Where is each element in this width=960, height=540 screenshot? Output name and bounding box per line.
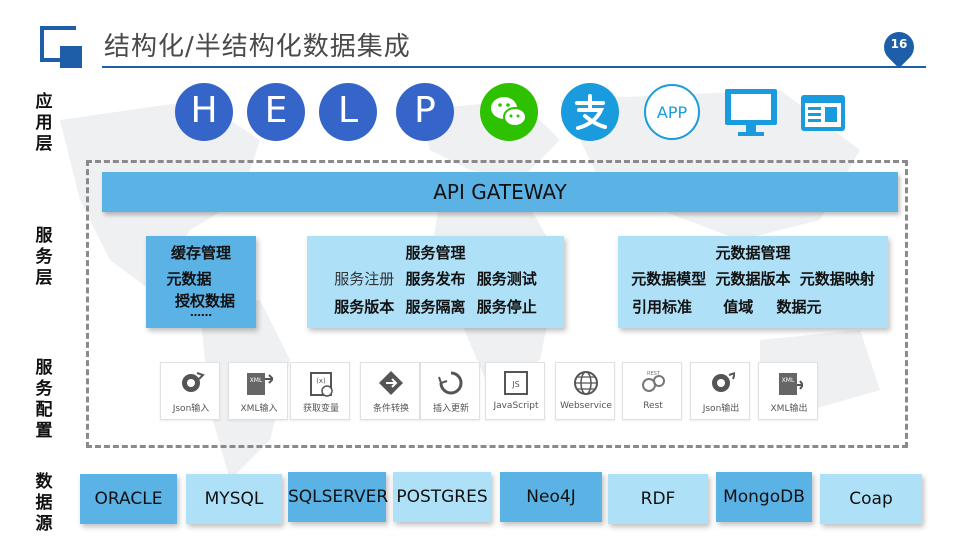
wechat-icon[interactable] <box>480 83 538 141</box>
help-letter-h[interactable]: H <box>175 83 233 141</box>
tool-rest[interactable]: REST Rest <box>622 362 682 420</box>
metadata-version: 元数据版本 <box>715 270 791 288</box>
data-source-coap[interactable]: Coap <box>820 474 922 524</box>
data-element: 数据元 <box>776 298 822 316</box>
condition-switch-icon <box>379 371 403 395</box>
app-icon[interactable]: APP <box>643 83 701 141</box>
layer-label-service: 服务层 <box>35 226 53 288</box>
tool-label: 获取变量 <box>302 404 339 414</box>
title-underline <box>102 66 926 68</box>
tool-xml-input[interactable]: XML XML输入 <box>228 362 288 420</box>
cache-title: 缓存管理 <box>170 244 231 262</box>
service-management-row: 服务版本 服务隔离 服务停止 <box>307 296 564 317</box>
tool-condition-switch[interactable]: 条件转换 <box>360 362 420 420</box>
tool-label: Json输入 <box>172 404 210 414</box>
tool-javascript[interactable]: JS JavaScript <box>485 362 545 420</box>
svg-text:(x): (x) <box>316 377 326 385</box>
webservice-icon <box>574 371 598 395</box>
tool-label: Rest <box>643 401 663 411</box>
api-gateway-bar[interactable]: API GATEWAY <box>102 172 898 212</box>
help-letter-l[interactable]: L <box>319 83 377 141</box>
javascript-icon: JS <box>504 371 528 395</box>
page-title: 结构化/半结构化数据集成 <box>104 32 411 62</box>
rest-icon: REST <box>642 371 665 392</box>
data-source-sqlserver[interactable]: SQLSERVER <box>288 472 388 522</box>
layer-label-application: 应用层 <box>35 92 53 154</box>
data-source-postgres[interactable]: POSTGRES <box>393 472 491 522</box>
metadata-management-box[interactable]: 元数据管理 元数据模型 元数据版本 元数据映射 引用标准 值域 数据元 <box>618 236 888 328</box>
service-management-row: 服务注册 服务发布 服务测试 <box>307 268 564 289</box>
xml-output-icon: XML <box>779 373 803 395</box>
tool-xml-output[interactable]: XML XML输出 <box>758 362 818 420</box>
svg-text:JS: JS <box>511 380 519 389</box>
get-variable-icon: (x) <box>310 372 333 397</box>
data-source-oracle[interactable]: ORACLE <box>80 474 177 524</box>
browser-window-icon[interactable] <box>796 83 854 141</box>
tool-json-output[interactable]: Json输出 <box>690 362 750 420</box>
service-stop: 服务停止 <box>476 298 537 316</box>
data-source-rdf[interactable]: RDF <box>608 474 708 524</box>
help-letter-p[interactable]: P <box>396 83 454 141</box>
svg-text:XML: XML <box>250 377 263 384</box>
service-version: 服务版本 <box>334 298 395 316</box>
tool-get-variable[interactable]: (x) 获取变量 <box>290 362 350 420</box>
page-number: 16 <box>890 37 908 51</box>
tool-label: XML输出 <box>770 404 808 414</box>
svg-text:XML: XML <box>782 377 795 384</box>
xml-input-icon: XML <box>247 373 273 395</box>
cache-management-box[interactable]: 缓存管理 元数据 授权数据 …… <box>146 236 256 328</box>
cache-item: 授权数据 <box>174 292 235 310</box>
metadata-management-row: 引用标准 值域 数据元 <box>618 296 888 317</box>
reference-standard: 引用标准 <box>632 298 693 316</box>
alipay-icon[interactable] <box>561 83 619 141</box>
layer-label-data-source: 数据源 <box>35 472 53 534</box>
service-register: 服务注册 <box>334 270 395 288</box>
tool-json-input[interactable]: Json输入 <box>160 362 220 420</box>
json-input-icon <box>182 372 205 392</box>
service-management-title: 服务管理 <box>405 244 466 262</box>
tool-label: JavaScript <box>493 401 539 411</box>
json-output-icon <box>712 371 735 392</box>
layer-label-service-config: 服务配置 <box>35 358 53 441</box>
tool-label: 条件转换 <box>372 404 409 414</box>
tool-label: 插入更新 <box>432 404 469 414</box>
service-management-box[interactable]: 服务管理 服务注册 服务发布 服务测试 服务版本 服务隔离 服务停止 <box>307 236 564 328</box>
metadata-mapping: 元数据映射 <box>799 270 875 288</box>
service-zone-border <box>86 160 908 448</box>
metadata-management-row: 元数据模型 元数据版本 元数据映射 <box>618 268 888 289</box>
cache-item-ellipsis: …… <box>190 306 212 319</box>
monitor-icon[interactable] <box>722 83 780 141</box>
help-letter-e[interactable]: E <box>247 83 305 141</box>
tool-insert-update[interactable]: 插入更新 <box>420 362 480 420</box>
tool-label: Webservice <box>560 401 612 411</box>
service-test: 服务测试 <box>476 270 537 288</box>
tool-label: Json输出 <box>702 404 740 414</box>
data-source-mysql[interactable]: MYSQL <box>186 474 282 524</box>
tool-label: XML输入 <box>240 404 278 414</box>
svg-text:APP: APP <box>657 103 688 122</box>
logo <box>40 26 82 68</box>
tool-webservice[interactable]: Webservice <box>555 362 615 420</box>
insert-update-icon <box>438 371 463 395</box>
metadata-model: 元数据模型 <box>631 270 707 288</box>
data-source-neo4j[interactable]: Neo4J <box>500 472 602 522</box>
svg-text:REST: REST <box>647 371 661 377</box>
service-publish: 服务发布 <box>405 270 466 288</box>
cache-item: 元数据 <box>166 270 212 288</box>
metadata-management-title: 元数据管理 <box>715 244 791 262</box>
service-isolation: 服务隔离 <box>405 298 466 316</box>
value-domain: 值域 <box>723 298 754 316</box>
data-source-mongodb[interactable]: MongoDB <box>716 472 812 522</box>
